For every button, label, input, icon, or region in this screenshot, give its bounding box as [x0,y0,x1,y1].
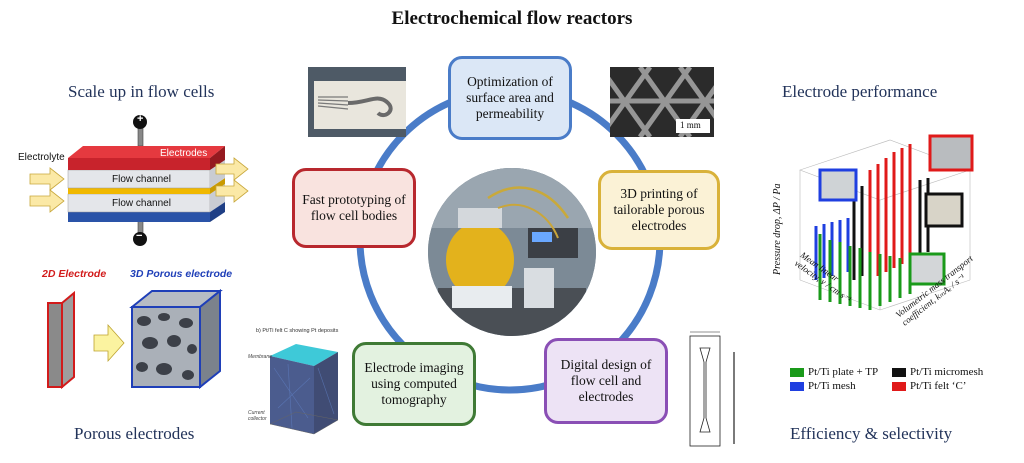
ct-caption: b) Pt/Ti felt C showing Pt deposits [256,328,339,334]
node-digital-design: Digital design of flow cell and electrod… [544,338,668,424]
minus-terminal-icon: − [136,230,143,242]
section-efficiency: Efficiency & selectivity [790,424,953,443]
electrodes-label: Electrodes [160,148,208,159]
node-electrode-imaging: Electrode imaging using computed tomogra… [352,342,476,426]
electrolyte-label: Electrolyte [18,152,65,163]
node-fast-prototyping: Fast prototyping of flow cell bodies [292,168,416,248]
legend-swatch-black [892,367,906,377]
sem-lattice-photo: 1 mm [610,67,714,137]
ct-tomography-image: b) Pt/Ti felt C showing Pt deposits Memb… [248,328,352,448]
legend-item-plate: Pt/Ti plate + TP [790,366,878,378]
performance-3d-graph: Pressure drop, ΔP / Pa Mean linear veloc… [770,130,1000,345]
legend-swatch-blue [790,381,804,391]
flow-channel-label-1: Flow channel [112,174,171,185]
legend-item-felt: Pt/Ti felt ‘C’ [892,380,966,392]
technical-drawing [676,328,756,450]
legend-label-mesh: Pt/Ti mesh [808,380,856,392]
legend-label-plate: Pt/Ti plate + TP [808,366,879,378]
page-title: Electrochemical flow reactors [391,8,633,29]
ct-membrane-label: Membrane [248,354,272,360]
section-electrode-performance: Electrode performance [782,82,938,101]
legend-item-mesh: Pt/Ti mesh [790,380,856,392]
2d-electrode-label: 2D Electrode [42,268,107,280]
ct-current-collector-label: Current collector [248,410,267,422]
legend-item-micromesh: Pt/Ti micromesh [892,366,983,378]
plus-terminal-icon: + [137,113,144,125]
legend-swatch-red [892,381,906,391]
node-3d-printing: 3D printing of tailorable porous electro… [598,170,720,250]
sem-scale-bar: 1 mm [680,120,701,130]
flow-channel-label-2: Flow channel [112,198,171,209]
flow-cell-diagram: Electrolyte Electrodes Flow channel Flow… [18,112,260,252]
legend-label-micromesh: Pt/Ti micromesh [910,366,984,378]
prototype-photo [308,67,406,137]
graph-z-axis-label: Pressure drop, ΔP / Pa [772,183,783,275]
node-optimization: Optimization of surface area and permeab… [448,56,572,140]
lab-setup-photo [428,168,596,336]
legend-swatch-green [790,367,804,377]
legend-label-felt: Pt/Ti felt ‘C’ [910,380,967,392]
section-porous-electrodes: Porous electrodes [74,424,195,443]
section-scale-up: Scale up in flow cells [68,82,215,101]
electrode-comparison-diagram [40,285,240,395]
3d-electrode-label: 3D Porous electrode [130,268,233,280]
